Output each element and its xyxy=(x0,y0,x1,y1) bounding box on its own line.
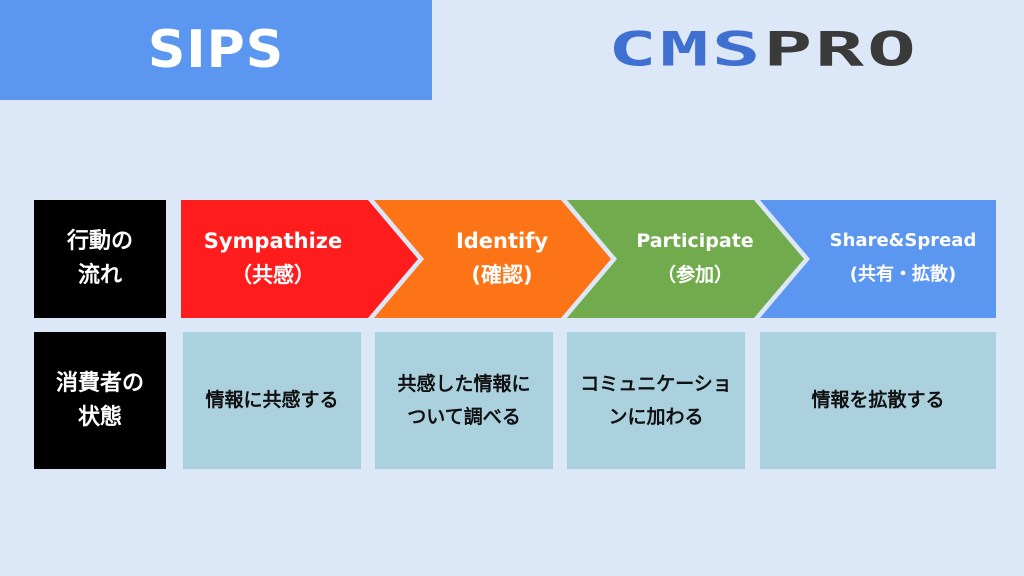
sips-flow-arrows xyxy=(181,200,996,318)
step-name: Share&Spread xyxy=(829,230,977,251)
step-arrow-identify xyxy=(374,200,611,318)
state-text: ついて調べる xyxy=(407,405,521,428)
step-sub: （参加） xyxy=(656,264,733,286)
state-text: コミュニケーショ xyxy=(580,372,732,395)
step-name: Sympathize xyxy=(203,229,343,253)
state-text: 共感した情報に xyxy=(397,372,531,395)
step-label-sympathize: Sympathize （共感） xyxy=(183,224,363,292)
state-box-sympathize: 情報に共感する xyxy=(183,332,361,469)
state-box-share-spread: 情報を拡散する xyxy=(760,332,996,469)
step-sub: (確認) xyxy=(471,263,533,287)
row-label-line: 状態 xyxy=(77,404,122,430)
state-text: 情報に共感する xyxy=(205,389,339,411)
state-box-identify: 共感した情報に ついて調べる xyxy=(375,332,553,469)
step-name: Identify xyxy=(455,229,549,253)
step-arrow-participate xyxy=(567,200,804,318)
title-banner: SIPS xyxy=(0,0,432,100)
row-label-line: 行動の xyxy=(66,229,133,254)
step-arrow-share-spread xyxy=(760,200,996,318)
logo-text-pro: PRO xyxy=(763,21,919,78)
page-title: SIPS xyxy=(147,20,285,80)
step-sub: （共感） xyxy=(231,263,315,287)
step-sub: (共有・拡散) xyxy=(849,264,957,285)
step-arrow-sympathize xyxy=(181,200,418,318)
cmspro-logo: CMSPRO xyxy=(608,22,968,78)
logo-text-cms: CMS xyxy=(608,21,764,78)
step-name: Participate xyxy=(636,230,754,252)
state-text: ンに加わる xyxy=(608,405,704,428)
sips-flow: Sympathize （共感） Identify (確認) Participat… xyxy=(181,200,996,318)
row-label-consumer-state: 消費者の 状態 xyxy=(34,332,166,469)
row-label-line: 流れ xyxy=(77,263,122,288)
state-box-participate: コミュニケーショ ンに加わる xyxy=(567,332,745,469)
step-label-share-spread: Share&Spread (共有・拡散) xyxy=(813,224,993,292)
row-label-behavior-flow: 行動の 流れ xyxy=(34,200,166,318)
row-label-line: 消費者の xyxy=(55,370,144,396)
step-label-identify: Identify (確認) xyxy=(427,224,577,292)
step-label-participate: Participate （参加） xyxy=(620,224,770,292)
state-text: 情報を拡散する xyxy=(811,389,945,411)
